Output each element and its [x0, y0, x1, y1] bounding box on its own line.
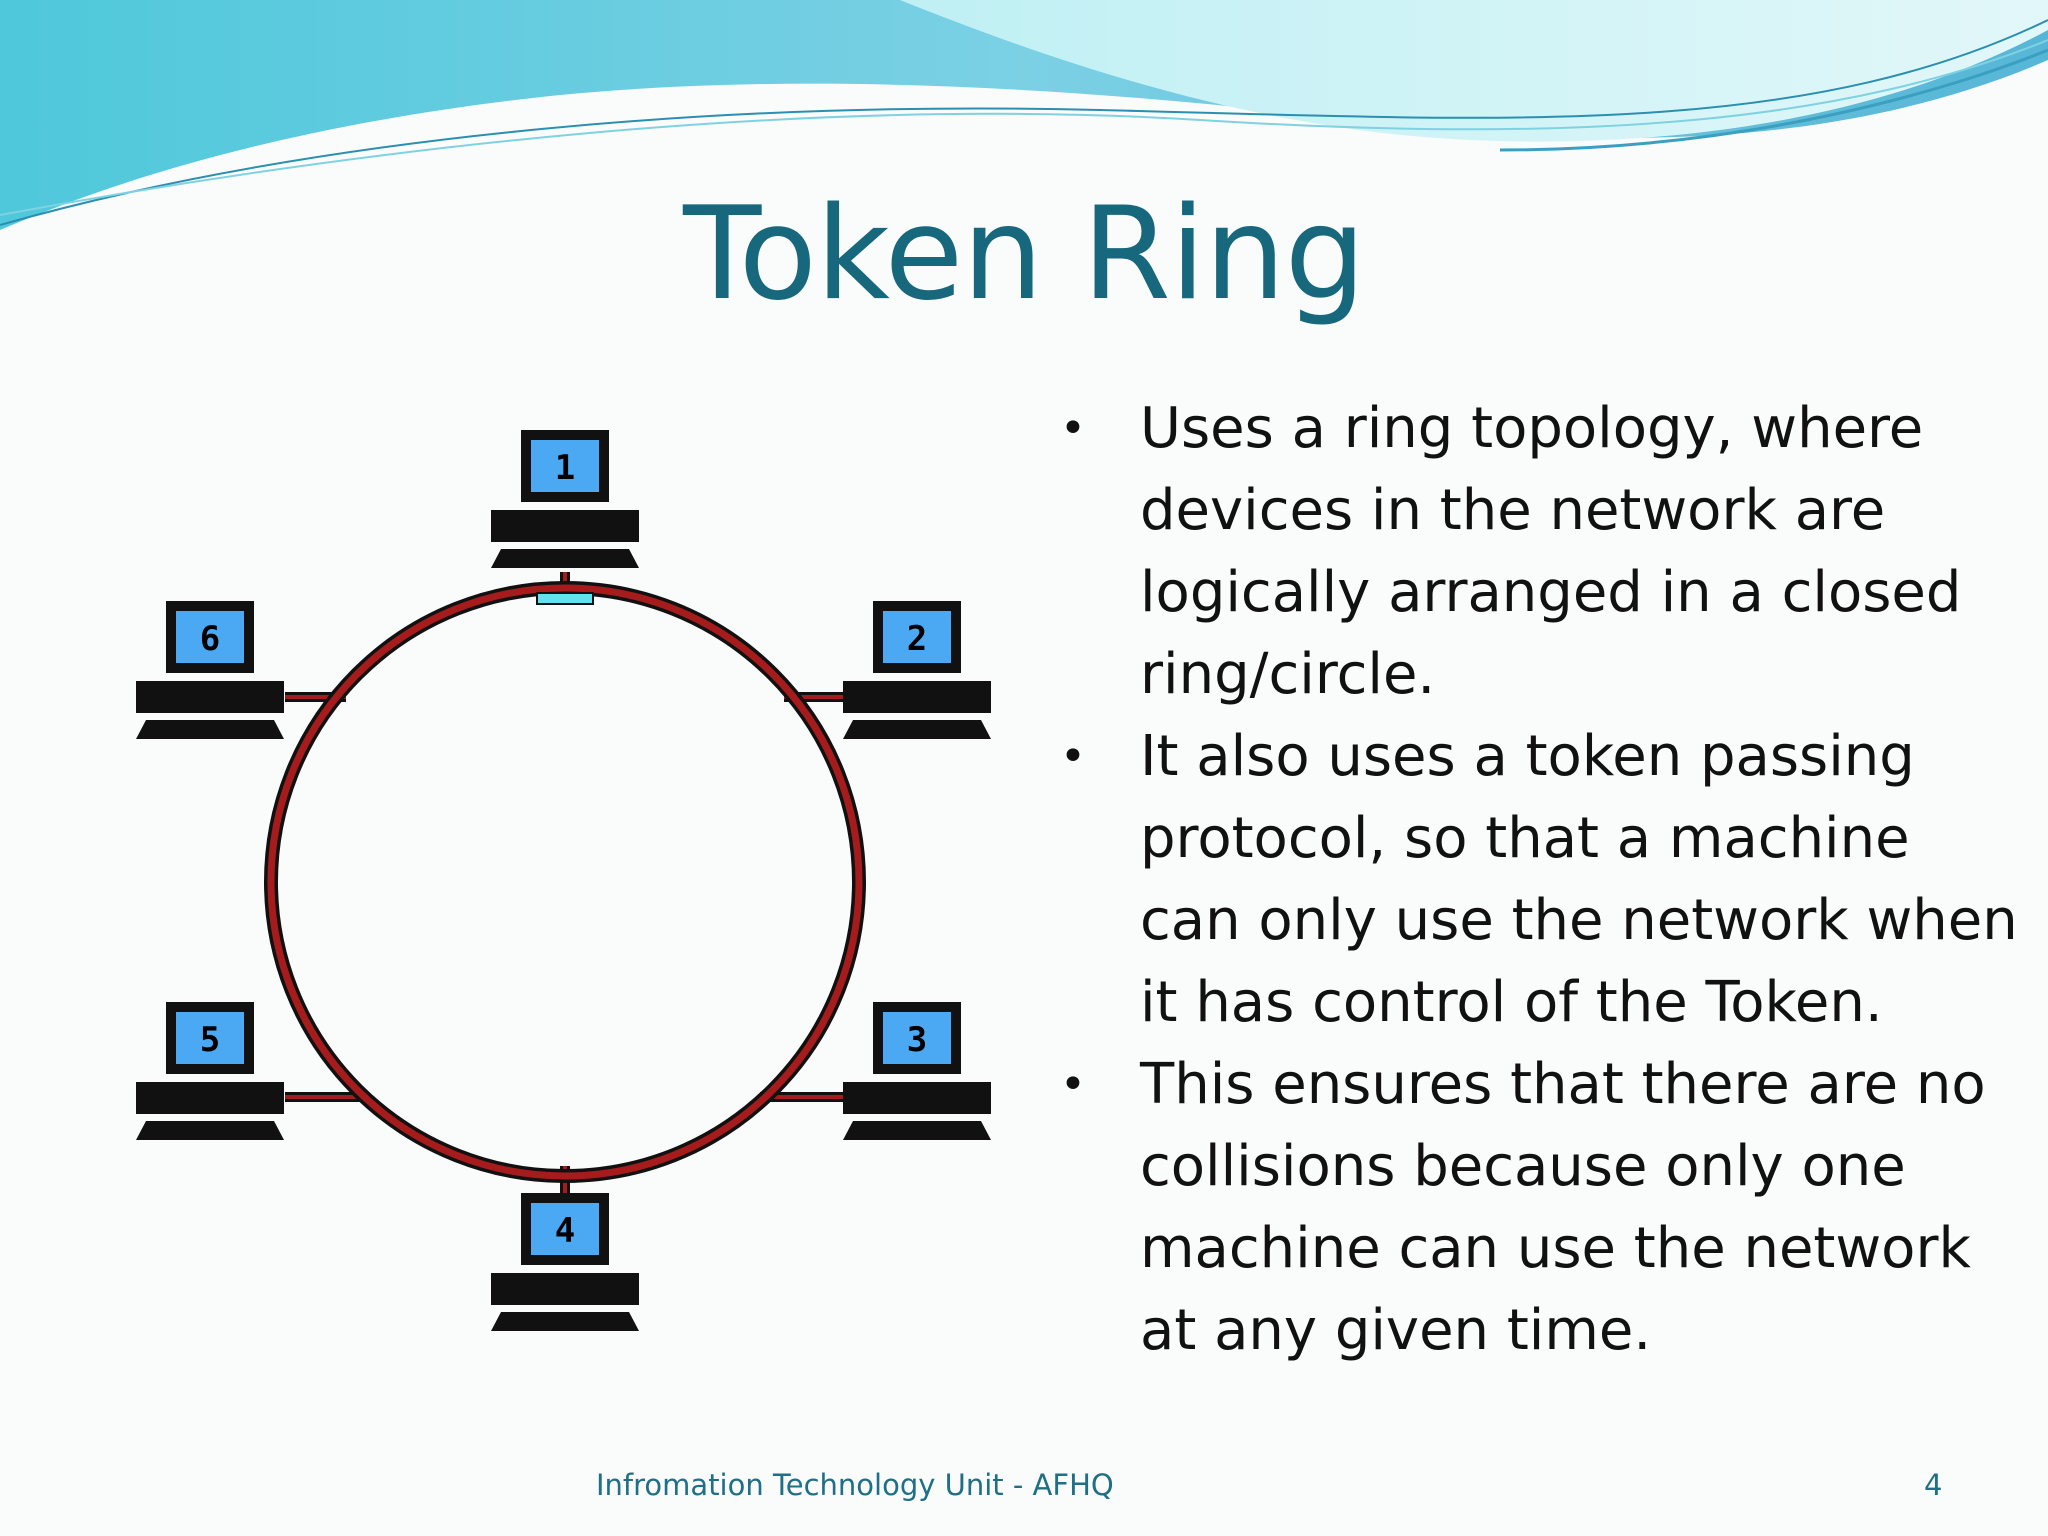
computer-node-5: 5 — [136, 1002, 284, 1140]
computer-node-1: 1 — [491, 430, 639, 568]
node-label: 5 — [200, 1020, 220, 1060]
node-label: 6 — [200, 619, 220, 659]
bullet-text: Uses a ring topology, where devices in t… — [1140, 396, 1962, 707]
bullet-text: It also uses a token passing protocol, s… — [1140, 724, 2018, 1035]
computer-node-3: 3 — [843, 1002, 991, 1140]
node-label: 4 — [555, 1211, 575, 1251]
slide-title: Token Ring — [683, 180, 1366, 329]
computer-node-4: 4 — [491, 1193, 639, 1331]
bullet-list: • Uses a ring topology, where devices in… — [1060, 388, 2020, 1372]
bullet-icon: • — [1060, 731, 1086, 782]
bullet-item: • This ensures that there are no collisi… — [1060, 1044, 2020, 1372]
computer-node-2: 2 — [843, 601, 991, 739]
token-marker — [536, 592, 594, 605]
bullet-icon: • — [1060, 1059, 1086, 1110]
node-label: 3 — [907, 1020, 927, 1060]
bullet-item: • It also uses a token passing protocol,… — [1060, 716, 2020, 1044]
computer-node-6: 6 — [136, 601, 284, 739]
header-wave-decoration — [0, 0, 2048, 230]
ring-connectors — [285, 572, 845, 1195]
bullet-icon: • — [1060, 403, 1086, 454]
page-number: 4 — [1924, 1468, 1943, 1502]
node-label: 2 — [907, 619, 927, 659]
node-label: 1 — [555, 448, 575, 488]
bullet-text: This ensures that there are no collision… — [1140, 1052, 1986, 1363]
footer-text: Infromation Technology Unit - AFHQ — [596, 1468, 1114, 1502]
bullet-item: • Uses a ring topology, where devices in… — [1060, 388, 2020, 716]
